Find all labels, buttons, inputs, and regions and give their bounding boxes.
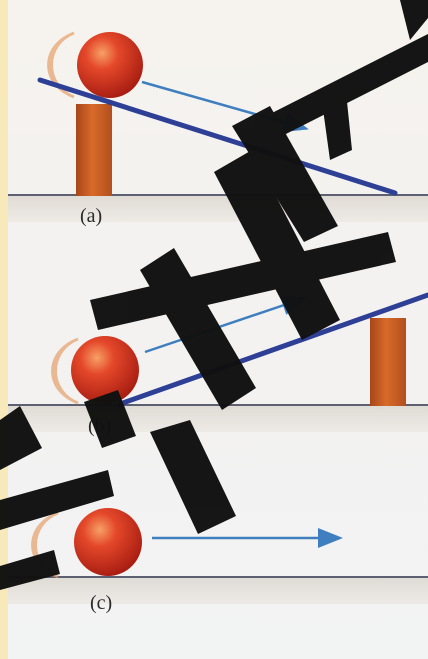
panel-label-b: (b): [88, 415, 112, 437]
block-b: [370, 318, 406, 406]
panel-label-a: (a): [80, 205, 103, 227]
panel-a-drawing: [37, 31, 398, 196]
panel-label-c: (c): [90, 592, 113, 614]
panel-c-drawing: [31, 508, 343, 579]
panel-b-drawing: [51, 292, 428, 407]
motion-streaks-b: [51, 337, 79, 405]
panel-b: (b): [0, 230, 428, 440]
panel-c: (c): [0, 440, 428, 659]
block-a: [76, 104, 112, 196]
floor-c: [8, 576, 428, 578]
panel-a: (a): [0, 0, 428, 230]
ball-c: [74, 508, 142, 576]
page-edge: [0, 0, 8, 659]
ball-a: [77, 32, 143, 98]
velocity-arrow-b: [144, 295, 307, 354]
ball-b: [71, 336, 139, 404]
floor-shade-c: [8, 578, 428, 604]
motion-streaks-c: [31, 511, 59, 579]
